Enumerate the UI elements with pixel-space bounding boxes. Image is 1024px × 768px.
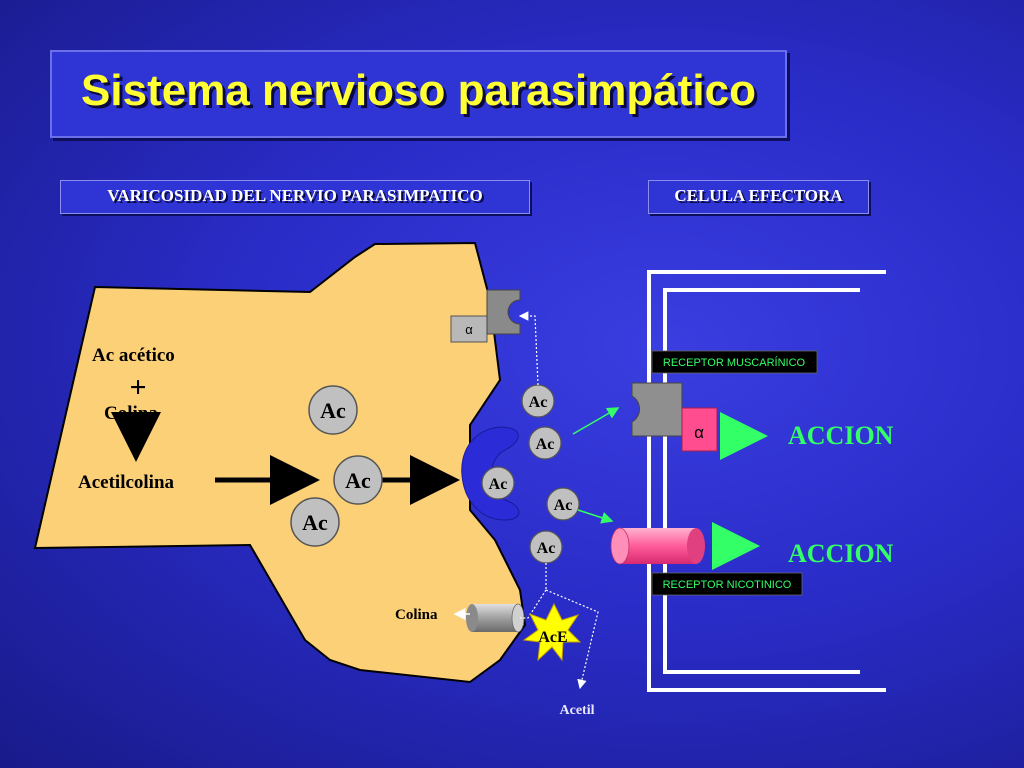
label-celula-efectora: CELULA EFECTORA [648,180,869,214]
alpha-subunit-symbol: α [694,423,704,442]
page-title: Sistema nervioso parasimpático [81,66,756,115]
text-ac-acetico: Ac acético [92,345,175,366]
ach-molecule: Ac [546,487,580,521]
vesicle-label: Ac [320,398,346,423]
ach-molecule: Ac [521,384,555,418]
ach-molecule: Ac [481,466,515,500]
text-colina: Colina [104,403,158,424]
arrow-to-presynaptic [518,311,539,386]
accion-label-2: ACCION [788,539,894,568]
vesicle: Ac [290,497,340,547]
varicosity-cell [33,241,527,684]
label-varicosidad: VARICOSIDAD DEL NERVIO PARASIMPATICO [60,180,530,214]
vesicle: Ac [308,385,358,435]
ach-label: Ac [554,497,573,514]
ach-label: Ac [536,436,555,453]
choline-transporter [466,603,525,633]
muscarinic-receptor [631,382,683,437]
presynaptic-receptor [486,289,521,335]
effector-membrane-inner [663,288,860,674]
ach-label: Ac [537,540,556,557]
accion-label-1: ACCION [788,421,894,450]
ach-molecule: Ac [529,530,563,564]
ach-molecule: Ac [528,426,562,460]
effector-membrane-outer [647,270,886,692]
text-plus: + [129,371,146,404]
presynaptic-alpha-symbol: α [465,322,473,337]
ach-label: Ac [529,394,548,411]
text-product-acetil: Acetil [560,703,595,718]
receptor-muscarinico-box [651,350,818,374]
alpha-subunit-box [681,407,718,452]
vesicle: Ac [333,455,383,505]
vesicle-label: Ac [345,468,371,493]
text-acetilcolina: Acetilcolina [78,472,175,493]
enzyme-star [522,602,582,662]
text-product-colina: Colina [395,607,438,623]
arrow-to-muscarinic [572,407,620,435]
dotted-to-transporter [520,589,547,619]
nicotinic-receptor [610,527,705,565]
ach-label: Ac [489,476,508,493]
dotted-to-acetil [545,589,599,690]
receptor-nicotinico-label: RECEPTOR NICOTINICO [663,579,792,591]
vesicle-label: Ac [302,510,328,535]
receptor-nicotinico-box [651,572,803,596]
receptor-muscarinico-label: RECEPTOR MUSCARÍNICO [663,356,806,369]
enzyme-label: AcE [538,629,567,646]
title-box: Sistema nervioso parasimpático [50,50,787,138]
arrow-to-nicotinic [577,509,614,524]
